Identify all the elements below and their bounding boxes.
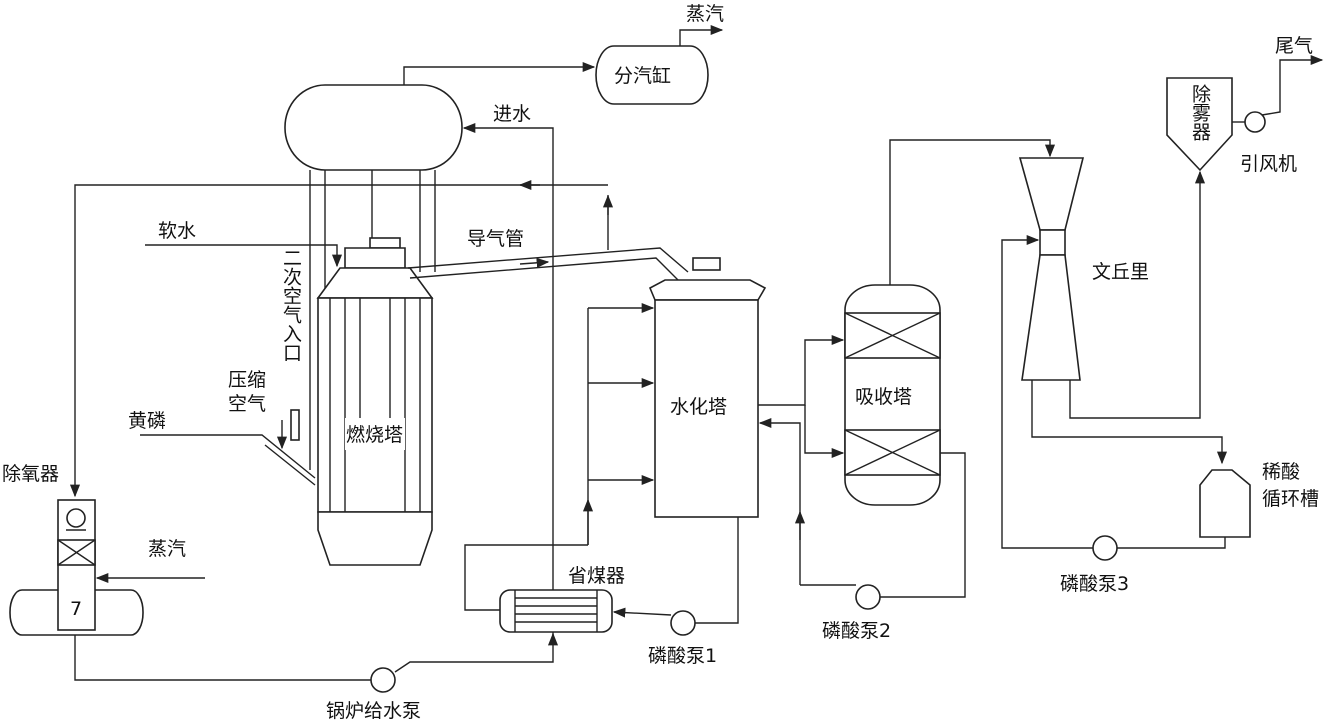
steam-header-label: 分汽缸 — [614, 65, 671, 87]
pump1-label: 磷酸泵1 — [648, 645, 717, 667]
absorption-tower-label: 吸收塔 — [855, 386, 912, 408]
venturi-label: 文丘里 — [1092, 261, 1149, 283]
compressed-air-label: 压缩空气 — [228, 369, 266, 415]
soft-water-label: 软水 — [158, 220, 196, 242]
boiler-feed-pump-label: 锅炉给水泵 — [326, 700, 421, 722]
pump3-label: 磷酸泵3 — [1060, 573, 1129, 595]
hydration-tower — [648, 257, 767, 518]
steam-header — [595, 45, 709, 105]
tail-gas-label: 尾气 — [1275, 35, 1313, 57]
combustion-tower — [316, 237, 434, 566]
deaerator-label: 除氧器 — [2, 463, 59, 485]
dilute-acid-tank-label: 稀酸循环槽 — [1262, 461, 1319, 510]
boiler-feed-pump — [370, 667, 396, 693]
venturi — [1018, 157, 1085, 381]
combustion-tower-label: 燃烧塔 — [346, 424, 403, 446]
deaerator-steam-label: 蒸汽 — [148, 538, 186, 560]
absorption-tower — [844, 284, 941, 506]
pump2-label: 磷酸泵2 — [822, 620, 891, 642]
pump1 — [670, 610, 696, 636]
secondary-air-label: 二次空气入口 — [280, 248, 302, 362]
water-in-label: 进水 — [493, 103, 531, 125]
pump3 — [1092, 535, 1118, 561]
demister — [1166, 77, 1233, 172]
induced-fan — [1244, 111, 1266, 133]
economizer-label: 省煤器 — [568, 565, 625, 587]
steam-out-label: 蒸汽 — [686, 3, 724, 25]
deaerator-number: 7 — [70, 598, 82, 620]
demister-label: 除雾器 — [1189, 84, 1211, 141]
pump2 — [855, 584, 881, 610]
dilute-acid-tank — [1199, 469, 1251, 538]
gas-duct-label: 导气管 — [467, 228, 524, 250]
induced-fan-label: 引风机 — [1240, 153, 1297, 175]
steam-drum — [284, 84, 463, 171]
economizer — [499, 589, 613, 633]
yellow-phosphorus-label: 黄磷 — [128, 410, 166, 432]
deaerator — [9, 499, 144, 636]
hydration-tower-label: 水化塔 — [670, 396, 727, 418]
